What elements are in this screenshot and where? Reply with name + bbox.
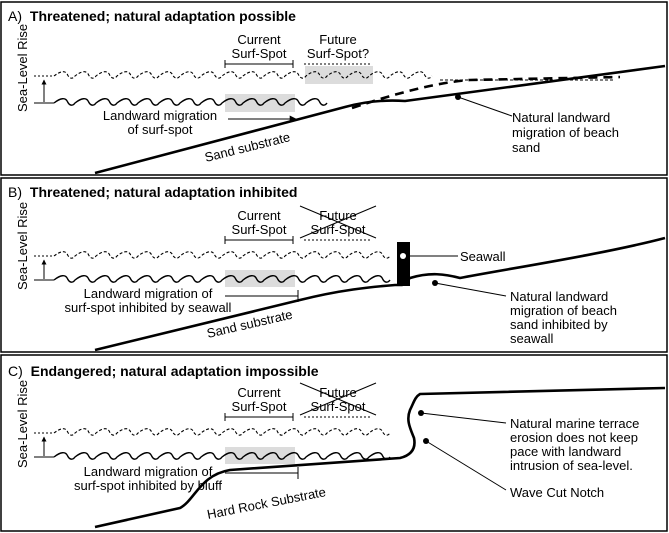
panel-a-future-spot-line1: Future (319, 32, 357, 47)
panel-a-heading: A) Threatened; natural adaptation possib… (8, 8, 296, 24)
panel-c-migration-line2: surf-spot inhibited by bluff (74, 478, 222, 493)
panel-b-future-spot-line1: Future (319, 208, 357, 223)
panel-b-current-surf-zone (225, 270, 295, 287)
panel-c-frame (0, 354, 668, 532)
panel-a-frame (0, 1, 668, 176)
panel-b-callout-line4: seawall (510, 331, 553, 346)
panel-b-seawall-dot (400, 253, 406, 259)
panel-c-callout-line3: pace with landward (510, 444, 621, 459)
panel-b-letter: B) (8, 184, 22, 200)
panel-c-future-spot-line2: Surf-Spot (311, 399, 366, 414)
panel-c-title: Endangered; natural adaptation impossibl… (31, 363, 319, 379)
panel-b-sea-level-label: Sea-Level Rise (15, 202, 30, 290)
panel-c-current-sea-wave (53, 452, 391, 460)
panel-c-notch-callout-leader (425, 440, 507, 491)
panel-c-callout-line2: erosion does not keep (510, 430, 638, 445)
panel-a-current-spot-line2: Surf-Spot (232, 46, 287, 61)
panel-a-current-spot-line1: Current (237, 32, 281, 47)
panel-b-migration-line1: Landward migration of (84, 286, 213, 301)
panel-c-terrace-callout-leader (420, 412, 507, 424)
panel-b-callout-line3: sand inhibited by (510, 317, 608, 332)
panel-b-callout-leader (434, 282, 507, 297)
panel-c: C) Endangered; natural adaptation imposs… (0, 354, 668, 532)
panel-b-current-sea-wave (53, 275, 391, 283)
panel-a-future-beach-line (351, 75, 621, 110)
panel-b-future-cross-2 (299, 205, 377, 239)
panel-b-seawall (397, 242, 410, 286)
panel-b-future-spot-line2: Surf-Spot (311, 222, 366, 237)
panel-a-title: Threatened; natural adaptation possible (30, 8, 296, 24)
panel-a-callout-line3: sand (512, 140, 540, 155)
panel-b-title: Threatened; natural adaptation inhibited (30, 184, 298, 200)
panel-b-frame (0, 177, 668, 353)
panel-c-callout-line4: intrusion of sea-level. (510, 458, 633, 473)
panel-c-current-spot-line2: Surf-Spot (232, 399, 287, 414)
panel-c-notch-label: Wave Cut Notch (510, 485, 604, 500)
panel-b-heading: B) Threatened; natural adaptation inhibi… (8, 184, 297, 200)
panel-c-heading: C) Endangered; natural adaptation imposs… (8, 363, 319, 379)
panel-a-sea-level-label: Sea-Level Rise (15, 24, 30, 112)
panel-b-future-sea-wave (53, 251, 391, 259)
panel-a-future-surf-zone (305, 66, 373, 84)
panel-a-callout-line2: migration of beach (512, 125, 619, 140)
panel-c-migration-line1: Landward migration of (84, 464, 213, 479)
panel-b-current-spot-line2: Surf-Spot (232, 222, 287, 237)
panel-a-current-surf-zone (225, 94, 295, 112)
panel-a-future-sea-wave (53, 71, 433, 79)
panel-c-letter: C) (8, 363, 23, 379)
panel-c-future-cross-2 (299, 382, 377, 416)
panel-a-letter: A) (8, 8, 22, 24)
panel-c-sea-level-label: Sea-Level Rise (15, 380, 30, 468)
panel-c-hard-rock-line (94, 386, 666, 529)
panel-a-migration-line1: Landward migration (103, 108, 217, 123)
panel-b: B) Threatened; natural adaptation inhibi… (0, 177, 668, 353)
panel-c-future-sea-wave (53, 428, 391, 436)
panel-b-current-spot-line1: Current (237, 208, 281, 223)
panel-c-future-spot-line1: Future (319, 385, 357, 400)
panel-b-seawall-label: Seawall (460, 249, 506, 264)
panel-a: A) Threatened; natural adaptation possib… (0, 1, 668, 176)
panel-a-migration-line2: of surf-spot (127, 122, 192, 137)
panel-a-callout-leader (457, 96, 513, 117)
panel-a-sand-substrate-line (94, 64, 666, 175)
panel-c-current-surf-zone (225, 447, 295, 464)
panel-a-callout-line1: Natural landward (512, 110, 610, 125)
panel-c-callout-line1: Natural marine terrace (510, 416, 639, 431)
panel-b-migration-line2: surf-spot inhibited by seawall (65, 300, 232, 315)
panel-b-callout-line1: Natural landward (510, 289, 608, 304)
panel-a-current-sea-wave (53, 98, 328, 106)
panel-a-future-spot-line2: Surf-Spot? (307, 46, 369, 61)
panel-b-sand-substrate-line (94, 236, 666, 352)
panel-b-callout-line2: migration of beach (510, 303, 617, 318)
panel-c-current-spot-line1: Current (237, 385, 281, 400)
